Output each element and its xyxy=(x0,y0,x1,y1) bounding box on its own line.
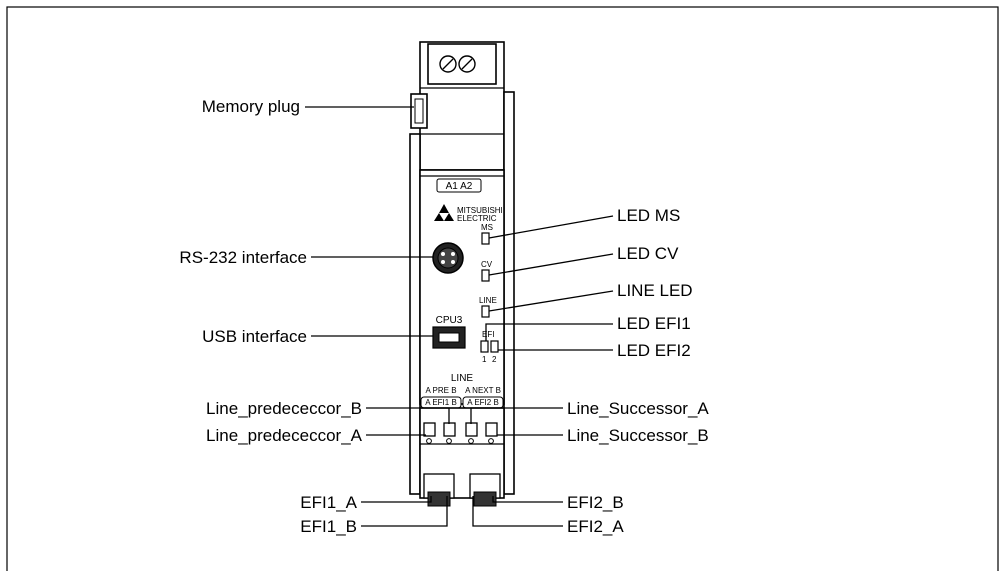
wire-clamp-left xyxy=(427,491,451,507)
led-efi2-marking: 2 xyxy=(492,355,497,364)
label-efi1-b: EFI1_B xyxy=(300,517,357,536)
led-efi-marking: EFI xyxy=(482,330,494,339)
bus-pre: A PRE B xyxy=(425,386,456,395)
label-efi1-a: EFI1_A xyxy=(300,493,357,512)
right-callouts: LED MS LED CV LINE LED LED EFI1 LED EFI2… xyxy=(470,206,709,536)
led-efi2 xyxy=(490,340,499,353)
leader-led-efi1 xyxy=(485,323,613,341)
brand-line1: MITSUBISHI xyxy=(457,206,503,215)
bus-next: A NEXT B xyxy=(465,386,501,395)
front-panel xyxy=(419,169,505,405)
terminal-slot xyxy=(465,422,478,437)
label-line-led: LINE LED xyxy=(617,281,693,300)
led-efi1 xyxy=(480,340,489,353)
terminal-slot xyxy=(485,422,498,437)
rs232-pin xyxy=(441,252,445,256)
label-line-succ-b: Line_Successor_B xyxy=(567,426,709,445)
brand-line2: ELECTRIC xyxy=(457,214,497,223)
label-memory-plug: Memory plug xyxy=(202,97,300,116)
label-usb: USB interface xyxy=(202,327,307,346)
usb-marking: CPU3 xyxy=(436,315,463,326)
figure-border xyxy=(6,6,999,576)
leader-efi2-b xyxy=(492,496,563,503)
terminal-label-box xyxy=(436,178,482,193)
label-line-succ-a: Line_Successor_A xyxy=(567,399,709,418)
terminal-label: A1 A2 xyxy=(446,181,473,192)
leader-led-cv xyxy=(488,253,614,276)
label-rs232: RS-232 interface xyxy=(179,248,307,267)
label-efi2-a: EFI2_A xyxy=(567,517,624,536)
label-led-efi2: LED EFI2 xyxy=(617,341,691,360)
led-ms xyxy=(481,232,490,245)
port-efi2-label: A EFI2 B xyxy=(467,398,499,407)
line-led xyxy=(481,305,490,318)
terminal-screw xyxy=(446,438,452,444)
leader-line-led xyxy=(488,290,614,312)
mitsubishi-logo-icon xyxy=(434,204,454,221)
terminal-slot xyxy=(443,422,456,437)
terminal-screw xyxy=(468,438,474,444)
led-ms-marking: MS xyxy=(481,223,493,232)
led-cv-marking: CV xyxy=(481,260,493,269)
rs232-pin xyxy=(451,260,455,264)
leader-led-ms xyxy=(488,215,614,239)
leader-efi2-a xyxy=(472,496,563,527)
led-cv xyxy=(481,269,490,282)
label-led-cv: LED CV xyxy=(617,244,679,263)
led-efi1-marking: 1 xyxy=(482,355,487,364)
leader-line-pre-b xyxy=(366,407,450,424)
leader-line-succ-a xyxy=(470,407,563,424)
terminal-screw xyxy=(488,438,494,444)
bottom-terminals xyxy=(423,422,498,444)
label-line-pre-b: Line_predececcor_B xyxy=(206,399,362,418)
left-rail xyxy=(409,133,421,495)
line-led-marking: LINE xyxy=(479,296,497,305)
usb-port-slot xyxy=(438,332,460,343)
leader-efi1-a xyxy=(361,496,432,503)
rs232-connector-inner xyxy=(437,247,459,269)
label-efi2-b: EFI2_B xyxy=(567,493,624,512)
rs232-pin xyxy=(441,260,445,264)
wire-clamp-right xyxy=(473,491,497,507)
port-efi1-label: A EFI1 B xyxy=(425,398,457,407)
memory-plug-grip xyxy=(414,98,424,124)
bus-title: LINE xyxy=(451,373,474,384)
screw-right-slot xyxy=(461,58,473,70)
device-module: A1 A2 MITSUBISHI ELECTRIC MS CV LINE EFI… xyxy=(409,41,515,507)
leader-efi1-b xyxy=(361,496,448,527)
label-led-efi1: LED EFI1 xyxy=(617,314,691,333)
left-callouts: Memory plug RS-232 interface USB interfa… xyxy=(179,97,450,536)
screw-left-slot xyxy=(442,58,454,70)
terminal-slot xyxy=(423,422,436,437)
right-rail xyxy=(503,91,515,495)
label-led-ms: LED MS xyxy=(617,206,680,225)
terminal-screw xyxy=(426,438,432,444)
label-line-pre-a: Line_predececcor_A xyxy=(206,426,363,445)
rs232-pin xyxy=(451,252,455,256)
